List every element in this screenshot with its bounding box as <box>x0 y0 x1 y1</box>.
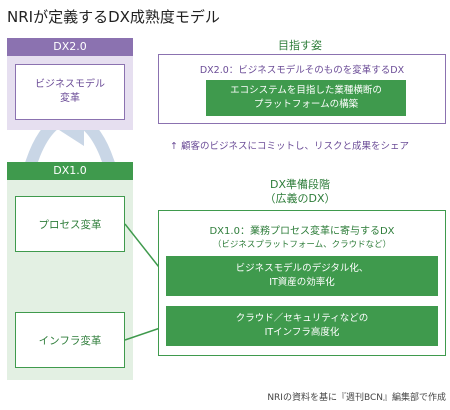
stage-label: DX準備段階 （広義のDX） <box>200 178 400 206</box>
dx1-label: DX1.0 <box>7 162 133 180</box>
stage-subheading: （ビジネスプラットフォーム、クラウドなど） <box>212 240 392 250</box>
commit-note: ↑ 顧客のビジネスにコミットし、リスクと成果をシェア <box>170 141 409 152</box>
diagram-title: NRIが定義するDX成熟度モデル <box>7 8 220 26</box>
infra-box: インフラ変革 <box>15 312 125 368</box>
business-model-line2: 変革 <box>60 93 80 104</box>
stage-heading: DX1.0：業務プロセス変革に寄与するDX <box>209 226 395 237</box>
source-note: NRIの資料を基に『週刊BCN』編集部で作成 <box>267 393 446 403</box>
stage-label-line2: （広義のDX） <box>264 192 336 205</box>
digitalization-bar: ビジネスモデルのデジタル化、 IT資産の効率化 <box>166 256 438 296</box>
goal-label: 目指す姿 <box>278 39 322 52</box>
business-model-line1: ビジネスモデル <box>35 79 105 90</box>
digitalization-line2: IT資産の効率化 <box>269 277 335 288</box>
goal-heading: DX2.0：ビジネスモデルそのものを変革するDX <box>199 65 405 76</box>
ecosystem-bar: エコシステムを目指した業種横断の プラットフォームの構築 <box>206 80 406 116</box>
infra-upgrade-line1: クラウド／セキュリティなどの <box>235 313 369 324</box>
business-model-box: ビジネスモデル 変革 <box>15 64 125 120</box>
process-box: プロセス変革 <box>15 196 125 252</box>
infra-upgrade-line2: ITインフラ高度化 <box>264 327 340 338</box>
ecosystem-line2: プラットフォームの構築 <box>253 99 359 110</box>
stage-label-line1: DX準備段階 <box>269 178 330 191</box>
ecosystem-line1: エコシステムを目指した業種横断の <box>230 85 382 96</box>
dx2-label: DX2.0 <box>7 38 133 56</box>
infra-upgrade-bar: クラウド／セキュリティなどの ITインフラ高度化 <box>166 306 438 346</box>
digitalization-line1: ビジネスモデルのデジタル化、 <box>235 263 369 274</box>
